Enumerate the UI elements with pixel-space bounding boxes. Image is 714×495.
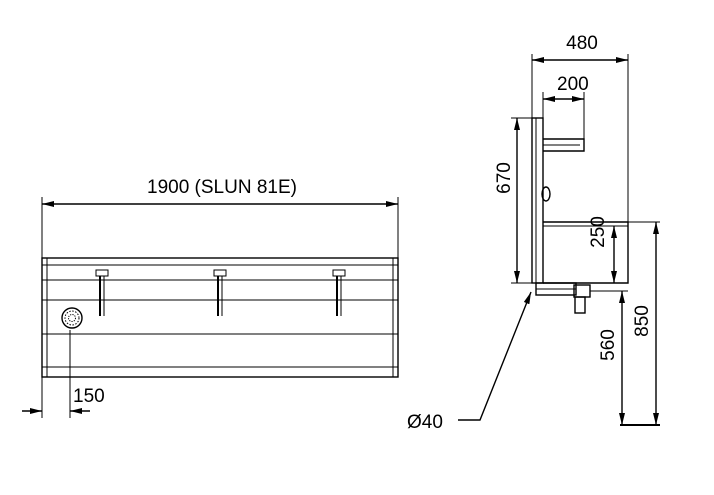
drain-grate-icon bbox=[61, 307, 83, 329]
pipe-diameter-label: Ø40 bbox=[407, 412, 443, 433]
valve-fitting bbox=[541, 186, 551, 202]
panel-height-label: 670 bbox=[494, 162, 515, 194]
trough-outline bbox=[41, 257, 399, 378]
tap-reach-label: 200 bbox=[557, 74, 589, 95]
tap-1 bbox=[95, 269, 109, 316]
tap-spout bbox=[543, 138, 585, 152]
tap-2 bbox=[213, 269, 227, 316]
front-view: 1900 (SLUN 81E) 150 bbox=[22, 177, 399, 418]
basin-outline bbox=[543, 221, 629, 284]
tap-3 bbox=[332, 269, 346, 316]
waste-height-label: 560 bbox=[598, 329, 619, 361]
wall-panel bbox=[531, 117, 544, 284]
rim-height-label: 850 bbox=[632, 305, 653, 337]
drain-offset-label: 150 bbox=[73, 386, 105, 407]
depth-label: 480 bbox=[566, 33, 598, 54]
pipe-diameter-leader bbox=[458, 291, 532, 421]
side-view: 480 200 670 250 850 560 Ø40 bbox=[407, 33, 660, 433]
basin-height-label: 250 bbox=[588, 216, 609, 248]
width-label: 1900 (SLUN 81E) bbox=[147, 177, 297, 198]
trap-outlet bbox=[574, 296, 586, 314]
